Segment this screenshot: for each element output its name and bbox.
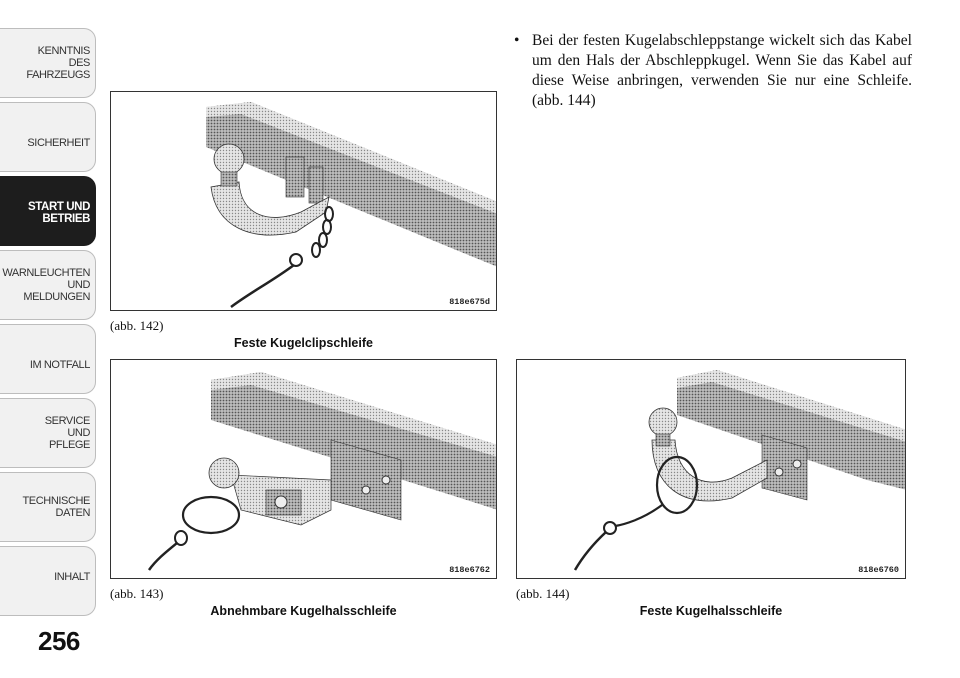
figure-code: 818e675d — [449, 297, 490, 307]
tab-label: TECHNISCHE — [22, 495, 90, 507]
tab-label: MELDUNGEN — [23, 291, 90, 303]
tab-technische-daten[interactable]: TECHNISCHE DATEN — [0, 472, 96, 542]
tab-label: DATEN — [55, 507, 91, 519]
tab-label: KENNTNIS — [37, 45, 91, 57]
page-number: 256 — [38, 626, 80, 656]
tow-ball-clip-loop-illustration — [206, 102, 496, 309]
tab-label: UND — [67, 427, 90, 439]
tab-warnleuchten-und-meldungen[interactable]: WARNLEUCHTEN UND MELDUNGEN — [0, 250, 96, 320]
tab-label: DES — [68, 57, 91, 69]
figure-reference: (abb. 144) — [516, 586, 570, 601]
figure-caption: Abnehmbare Kugelhalsschleife — [210, 604, 397, 618]
figure-143-image: 818e6762 — [110, 359, 497, 579]
tab-label: WARNLEUCHTEN — [2, 267, 90, 279]
tab-label: IM NOTFALL — [29, 359, 91, 371]
tab-label: SICHERHEIT — [27, 137, 90, 149]
tab-inhalt[interactable]: INHALT — [0, 546, 96, 616]
tab-kenntnis-des-fahrzeugs[interactable]: KENNTNIS DES FAHRZEUGS — [0, 28, 96, 98]
tab-label: SERVICE — [44, 415, 91, 427]
figure-caption: Feste Kugelhalsschleife — [639, 604, 783, 618]
bullet-text: Bei der festen Kugelabschleppstange wick… — [532, 32, 912, 109]
figure-code: 818e6760 — [858, 565, 899, 575]
tab-start-und-betrieb[interactable]: START UND BETRIEB — [0, 176, 96, 246]
detachable-tow-ball-loop-illustration — [147, 372, 496, 571]
figure-reference: (abb. 143) — [110, 586, 164, 601]
tab-sicherheit[interactable]: SICHERHEIT — [0, 102, 96, 172]
tab-im-notfall[interactable]: IM NOTFALL — [0, 324, 96, 394]
figure-caption: Feste Kugelclipschleife — [234, 336, 373, 350]
tab-label: PFLEGE — [48, 439, 90, 451]
tab-label: INHALT — [54, 571, 90, 583]
figure-142-image: 818e675d — [110, 91, 497, 311]
instruction-bullet: • Bei der festen Kugelabschleppstange wi… — [514, 31, 912, 111]
figure-144-image: 818e6760 — [516, 359, 906, 579]
bullet-marker: • — [514, 32, 520, 49]
fixed-tow-ball-neck-loop-illustration — [573, 370, 905, 571]
figure-reference: (abb. 142) — [110, 318, 164, 333]
tab-label: FAHRZEUGS — [26, 69, 90, 81]
tab-label: START UND — [28, 201, 90, 213]
figure-code: 818e6762 — [449, 565, 490, 575]
tab-label: BETRIEB — [42, 213, 90, 225]
tab-service-und-pflege[interactable]: SERVICE UND PFLEGE — [0, 398, 96, 468]
tab-label: UND — [67, 279, 90, 291]
